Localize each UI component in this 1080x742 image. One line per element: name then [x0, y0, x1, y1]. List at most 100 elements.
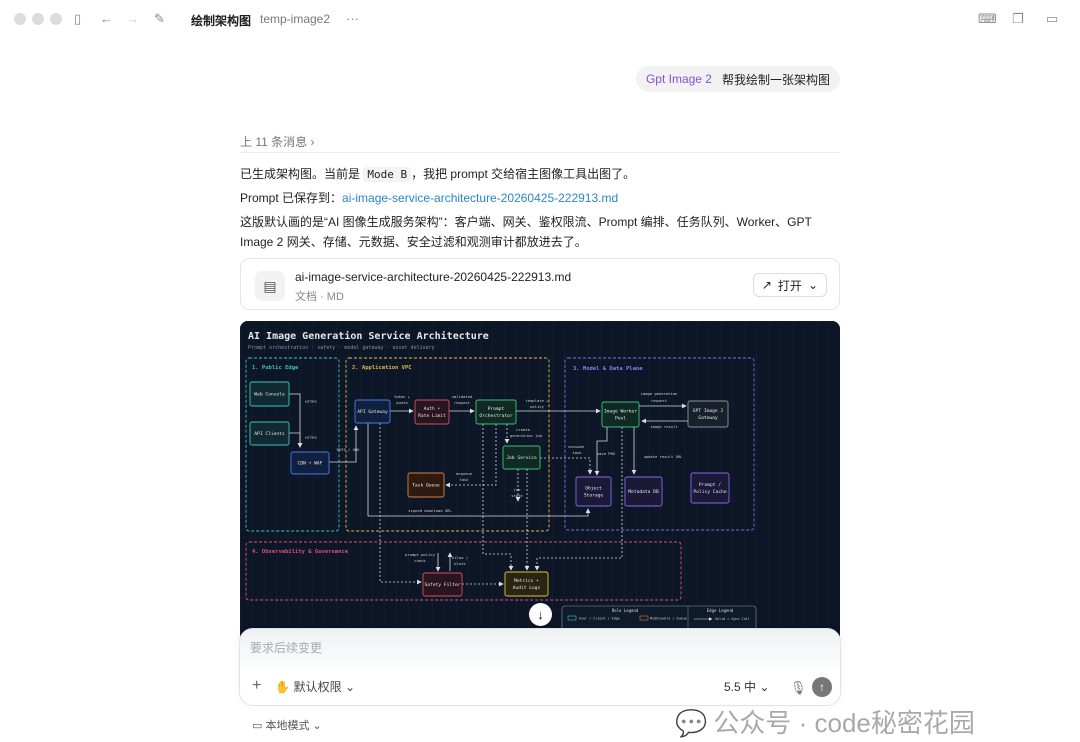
laptop-icon: ▭ [252, 720, 263, 732]
edge-label: HTTPS [305, 435, 317, 440]
group-label: 2. Application VPC [352, 365, 412, 371]
reply-line-1: 已生成架构图。当前是 Mode B，我把 prompt 交给宿主图像工具出图了。 [240, 167, 636, 182]
edge-label: consume [568, 444, 585, 449]
terminal-icon[interactable]: ⌨ [978, 11, 997, 26]
edge-label: request [454, 400, 470, 405]
chevron-down-icon: ⌄ [345, 679, 356, 694]
composer-input[interactable]: 要求后续变更 [250, 641, 323, 655]
group-label: 4. Observability & Governance [252, 549, 349, 555]
group-label: 3. Model & Data Plane [573, 366, 643, 372]
windows-icon[interactable]: ❐ [1012, 11, 1024, 26]
diagram-title: AI Image Generation Service Architecture [248, 330, 489, 342]
new-chat-icon[interactable]: ✎ [154, 11, 165, 26]
edge-label: HTTPS [305, 399, 317, 404]
forward-arrow-icon[interactable]: → [126, 11, 139, 26]
edge-label: check [414, 558, 426, 563]
edge-label: token + [394, 394, 411, 399]
node-label: Gateway [698, 415, 718, 421]
node-label: Pool [615, 416, 626, 422]
node-label: Job Service [506, 455, 537, 461]
edge-label: enqueue [456, 471, 473, 476]
window-title: 绘制架构图 [191, 14, 252, 28]
chevron-down-icon: ⌄ [807, 278, 818, 292]
hand-icon: ✋ [275, 679, 291, 694]
chevron-right-icon: › [310, 135, 315, 149]
edge-label: validated [452, 394, 473, 399]
document-icon: ▤ [255, 271, 285, 301]
edge-label: request [651, 398, 667, 403]
edge-label: policy [530, 404, 544, 409]
local-mode-dropdown[interactable]: ▭ 本地模式 ⌄ [252, 720, 322, 732]
edge-label: block [454, 561, 466, 566]
model-tag: Gpt Image 2 [645, 72, 712, 86]
sidebar-toggle-icon[interactable]: ▯ [74, 11, 82, 26]
node-gw [354, 399, 391, 424]
node-label: Object [585, 486, 602, 492]
node-label: Metrics + [514, 578, 539, 584]
group-application-vpc [345, 357, 550, 532]
node-md [624, 476, 663, 507]
node-sf [422, 572, 463, 597]
node-label: Metadata DB [628, 489, 659, 495]
node-os [575, 476, 612, 507]
scroll-down-button[interactable]: ↓ [529, 603, 552, 626]
model-selector[interactable]: 5.5 中 ⌄ [724, 680, 770, 694]
arrow-up-icon: ↑ [819, 680, 825, 694]
node-label: Image Worker [604, 409, 637, 415]
node-label: Audit Logs [513, 585, 541, 591]
node-label: Web Console [254, 392, 285, 398]
node-label: Policy Cache [693, 489, 726, 495]
node-label: Prompt [488, 406, 505, 412]
mode-code: Mode B [363, 167, 412, 182]
file-meta: 文档 · MD [295, 291, 344, 303]
group-label: 1. Public Edge [252, 365, 299, 371]
legend-role: User / Client / Edge [579, 617, 620, 621]
edge-label: create [516, 427, 530, 432]
close-window-button[interactable] [14, 13, 26, 25]
group-public-edge [245, 357, 340, 532]
zoom-window-button[interactable] [50, 13, 62, 25]
node-label: Prompt / [699, 482, 721, 488]
architecture-diagram-image[interactable]: AI Image Generation Service Architecture… [240, 321, 840, 651]
node-label: Auth + [424, 406, 441, 412]
file-name: ai-image-service-architecture-20260425-2… [295, 270, 572, 284]
node-label: Storage [584, 493, 604, 499]
node-label: Rate Limit [418, 413, 446, 419]
node-gpt [687, 400, 729, 428]
edge-label: generation job [510, 433, 543, 438]
divider [240, 152, 840, 153]
edge-label: task [572, 450, 582, 455]
node-ma [504, 571, 549, 597]
edge-label: job [514, 487, 522, 492]
watermark: 💬公众号 · code秘密花园 [675, 708, 975, 738]
open-button[interactable]: ↗打开⌄ [752, 273, 827, 297]
node-label: CDN + WAF [298, 461, 323, 467]
panel-toggle-icon[interactable]: ▭ [1046, 11, 1059, 26]
more-icon[interactable]: ··· [346, 11, 359, 26]
edge-label: update result URL [644, 454, 684, 459]
node-label: GPT Image 2 [693, 408, 724, 414]
node-web [249, 381, 290, 407]
title-bar: ▯ ← → ✎ 绘制架构图 temp-image2 ··· ⌨ ❐ ▭ [0, 0, 1080, 38]
external-arrow-icon: ↗ [761, 278, 772, 292]
diagram-subtitle: Prompt orchestration · safety · model ga… [248, 345, 435, 351]
arrow-down-icon: ↓ [537, 607, 544, 622]
previous-messages-link[interactable]: 上 11 条消息 › [240, 133, 314, 150]
node-api [249, 421, 290, 446]
node-auth [414, 399, 450, 425]
prompt-file-link[interactable]: ai-image-service-architecture-20260425-2… [342, 191, 619, 205]
node-po [475, 399, 517, 425]
file-card[interactable]: ▤ ai-image-service-architecture-20260425… [240, 258, 840, 310]
add-icon[interactable]: + [252, 677, 262, 694]
edge-legend-title: Edge Legend [707, 608, 734, 613]
node-job [502, 445, 541, 470]
back-arrow-icon[interactable]: ← [100, 11, 113, 26]
send-button[interactable]: ↑ [812, 677, 832, 697]
minimize-window-button[interactable] [32, 13, 44, 25]
permission-dropdown[interactable]: ✋ 默认权限 ⌄ [275, 679, 356, 694]
node-label: Task Queue [412, 483, 440, 489]
node-tq [407, 472, 445, 498]
node-pc [690, 472, 730, 504]
node-iwp [601, 401, 640, 428]
microphone-icon[interactable]: 🎙 [790, 680, 807, 695]
